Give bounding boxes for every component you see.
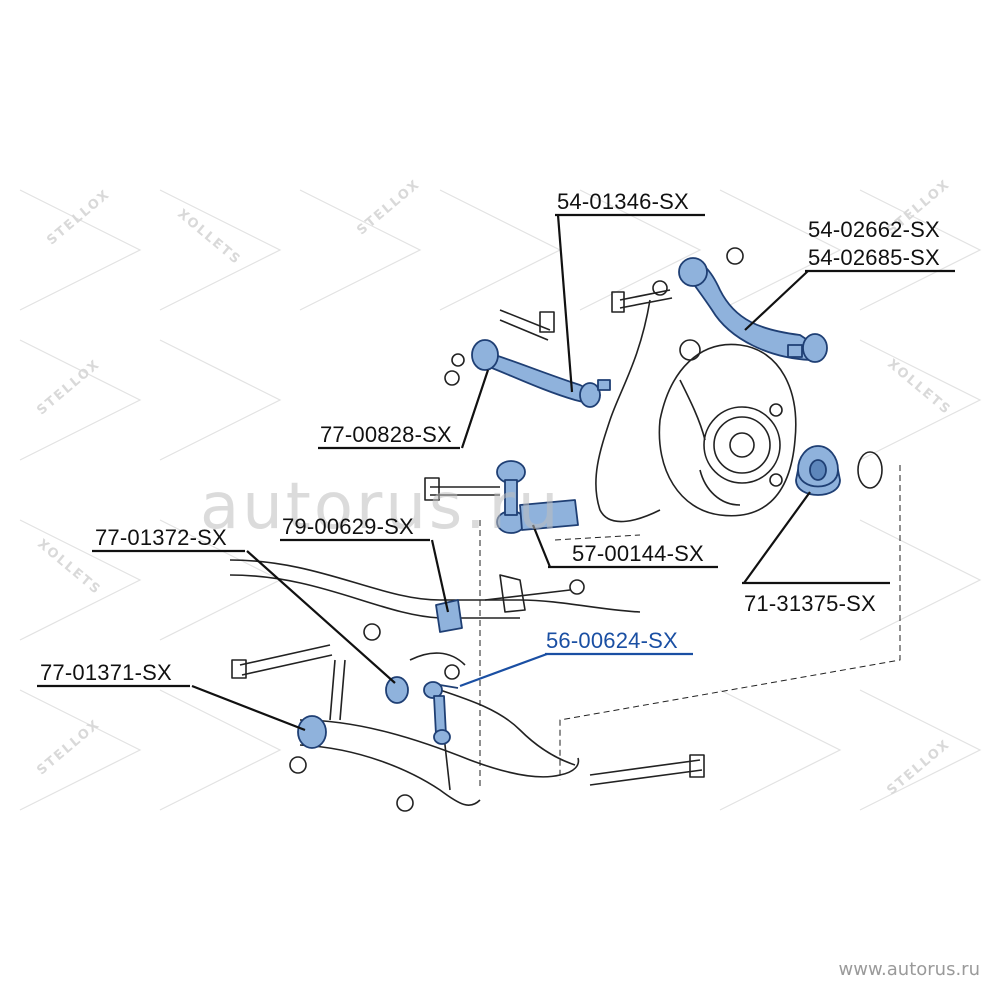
part-54-01346-upper-link [471,339,611,408]
suspension-drawing [229,247,901,812]
highlighted-parts [297,257,883,749]
nuts [289,247,744,812]
abs-cable [595,299,661,523]
part-label: 54-02685-SX [808,245,940,270]
bolts [231,289,705,786]
stabilizer-bracket [499,574,526,613]
site-url: www.autorus.ru [838,959,980,980]
part-77-01371-bushing [297,715,327,749]
part-77-01372-bushing [385,676,409,704]
subframe-rail [229,559,641,613]
part-label: 77-00828-SX [320,422,452,447]
part-label: 54-01346-SX [557,189,689,214]
part-label: 54-02662-SX [808,217,940,242]
part-57-00144-toe-link [496,460,579,534]
part-54-02662-camber-arm [678,257,828,363]
leader-lines [37,213,955,732]
part-label-highlighted[interactable]: 56-00624-SX [546,628,678,653]
part-label: 79-00629-SX [282,514,414,539]
part-71-31375-bushing [795,445,841,496]
lower-control-arm [299,652,580,806]
part-79-00629-stab-bushing [435,599,463,633]
site-watermark-overlay: autorus.ru [200,470,562,544]
leader-line-highlight [459,652,693,688]
part-label: 77-01371-SX [40,660,172,685]
part-56-00624-stab-link [423,681,459,745]
wheel-knuckle [658,339,797,517]
part-label: 77-01372-SX [95,525,227,550]
part-label: 71-31375-SX [744,591,876,616]
part-label: 57-00144-SX [572,541,704,566]
